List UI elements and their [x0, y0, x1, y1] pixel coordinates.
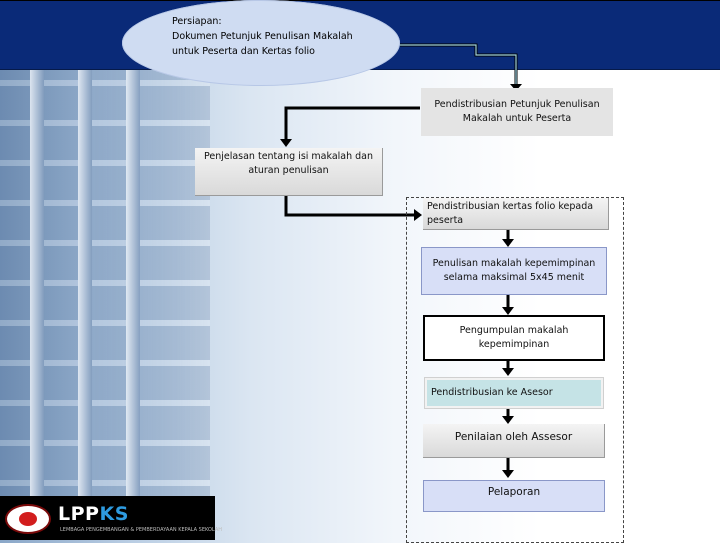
step-reporting-label: Pelaporan	[487, 486, 541, 498]
step-collection: Pengumpulan makalah kepemimpinan	[423, 315, 605, 361]
step-writing-label: Penulisan makalah kepemimpinan selama ma…	[432, 258, 596, 283]
arrowhead	[502, 470, 514, 478]
step-assessment-label: Penilaian oleh Assesor	[454, 431, 573, 443]
start-ellipse: Persiapan: Dokumen Petunjuk Penulisan Ma…	[122, 0, 400, 86]
logo-subtitle: LEMBAGA PENGEMBANGAN & PEMBERDAYAAN KEPA…	[60, 527, 223, 533]
building-background	[0, 0, 210, 500]
arrowhead	[502, 239, 514, 247]
building-column	[30, 60, 44, 500]
start-text: Persiapan: Dokumen Petunjuk Penulisan Ma…	[172, 16, 353, 57]
arrowhead	[502, 416, 514, 424]
connector-distribution-to-explanation	[284, 106, 420, 142]
logo-name: LPPKS	[58, 503, 129, 525]
building-column	[126, 60, 140, 500]
arrowhead	[280, 139, 292, 147]
connector-start-to-distribution	[400, 43, 518, 86]
logo-name-part2: KS	[99, 503, 129, 525]
lppks-logo: LPPKS LEMBAGA PENGEMBANGAN & PEMBERDAYAA…	[0, 496, 222, 540]
arrowhead	[502, 368, 514, 376]
step-distribute-assessor-label: Pendistribusian ke Asesor	[431, 387, 553, 398]
step-reporting: Pelaporan	[423, 480, 605, 512]
step-distribution-guide: Pendistribusian Petunjuk Penulisan Makal…	[421, 88, 613, 136]
step-collection-label: Pengumpulan makalah kepemimpinan	[459, 325, 569, 350]
connector-explanation-to-paper	[284, 196, 417, 217]
step-distribute-assessor: Pendistribusian ke Asesor	[424, 377, 604, 409]
step-distribution-guide-label: Pendistribusian Petunjuk Penulisan Makal…	[434, 99, 600, 124]
lppks-emblem-icon	[5, 504, 51, 534]
step-explanation-label: Penjelasan tentang isi makalah dan atura…	[203, 151, 374, 176]
building-column	[78, 60, 92, 500]
step-distribute-paper: Pendistribusian kertas folio kepada pese…	[423, 198, 609, 230]
arrowhead	[510, 84, 522, 91]
step-assessment: Penilaian oleh Assesor	[423, 424, 605, 458]
step-distribute-paper-label: Pendistribusian kertas folio kepada pese…	[427, 200, 594, 226]
step-writing: Penulisan makalah kepemimpinan selama ma…	[421, 247, 607, 295]
step-explanation: Penjelasan tentang isi makalah dan atura…	[195, 148, 383, 196]
arrowhead	[502, 307, 514, 315]
logo-name-part1: LPP	[58, 503, 100, 525]
arrowhead	[414, 209, 422, 221]
